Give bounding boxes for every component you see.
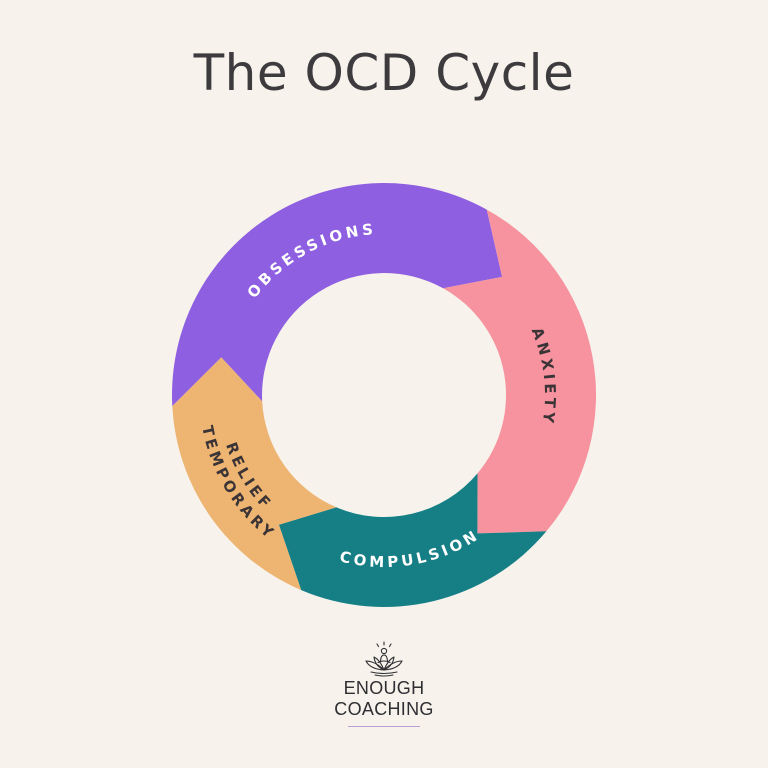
brand-underline <box>348 726 420 727</box>
segment-anxiety <box>443 209 597 534</box>
lotus-meditation-icon <box>365 641 403 677</box>
segment-temporary-relief <box>172 357 337 591</box>
segment-compulsion <box>278 473 547 607</box>
brand-block: ENOUGH COACHING <box>284 640 484 727</box>
segment-obsessions <box>172 183 503 407</box>
brand-name-line1: ENOUGH <box>343 678 425 698</box>
page-title: The OCD Cycle <box>193 44 575 102</box>
brand-name-line2: COACHING <box>334 699 434 719</box>
